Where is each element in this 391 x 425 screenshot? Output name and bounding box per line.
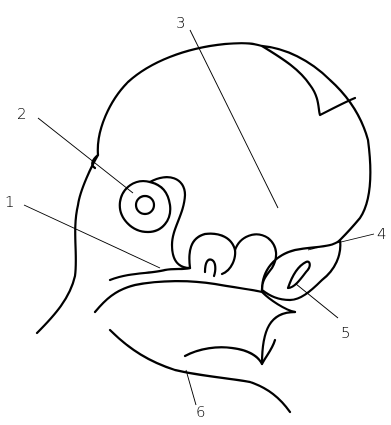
- lower-jaw-contour: [95, 281, 295, 312]
- mandibular-process: [262, 240, 340, 300]
- label-4: 4: [377, 225, 387, 243]
- leader-line-5: [296, 284, 338, 318]
- head-outline: [37, 43, 370, 333]
- eye-hook-curve: [150, 177, 190, 268]
- label-3: 3: [176, 14, 186, 32]
- mandible-slit: [288, 262, 310, 288]
- maxilla-lobe: [235, 234, 276, 290]
- leader-line-1: [24, 205, 160, 268]
- leader-line-6: [186, 370, 196, 405]
- lower-jaw-upper-line: [110, 268, 190, 280]
- eye-pupil: [136, 196, 154, 214]
- label-5: 5: [341, 324, 351, 342]
- nasal-lobe: [189, 234, 235, 274]
- label-1: 1: [5, 193, 15, 211]
- label-6: 6: [196, 403, 206, 420]
- label-2: 2: [17, 105, 27, 123]
- nasal-pit: [205, 260, 215, 277]
- head-ridge-line: [262, 46, 355, 115]
- leader-line-3: [190, 30, 278, 208]
